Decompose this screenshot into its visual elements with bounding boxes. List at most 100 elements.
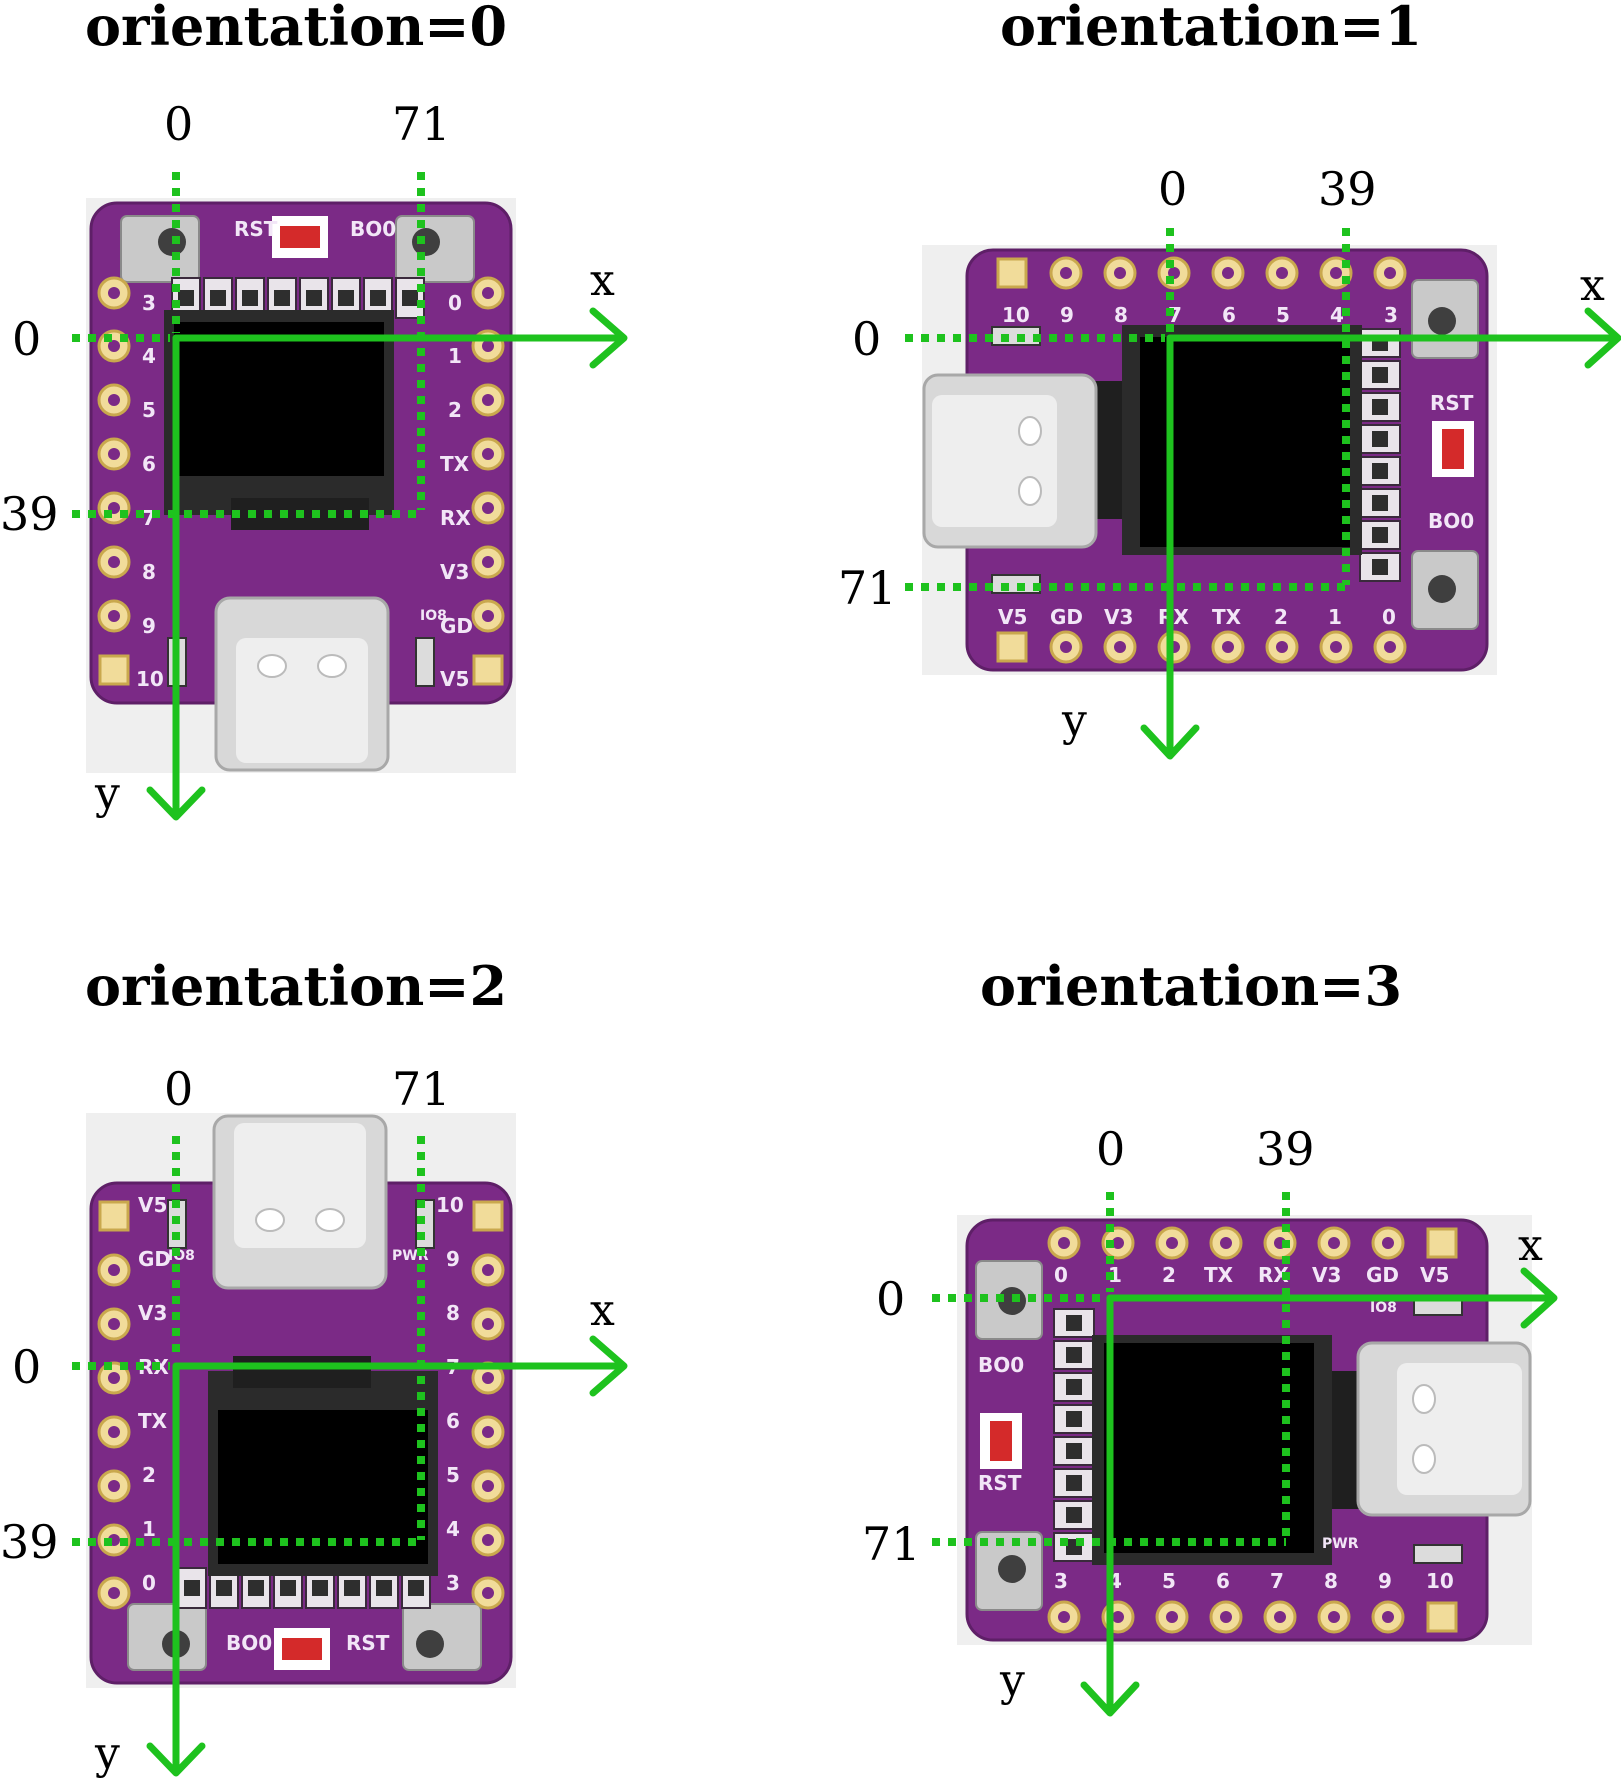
pin-label: 2 <box>1274 605 1288 629</box>
pin-label: 9 <box>446 1247 460 1271</box>
pin-label: GD <box>1050 605 1083 629</box>
x-tick-label: 0 <box>1158 162 1187 216</box>
pin-label: 6 <box>1222 303 1236 327</box>
pin-label: RX <box>1158 605 1189 629</box>
board-photo: 10 9 8 7 6 5 4 3 V5 GD V3 RX TX 2 1 0 RS… <box>922 245 1497 675</box>
x-tick-label: 39 <box>1256 1122 1315 1176</box>
pin-label: V5 <box>1420 1263 1449 1287</box>
board-photo: 3 4 5 6 7 8 9 10 0 1 2 TX RX V3 GD V5 RS… <box>86 198 516 773</box>
button-label: RST <box>234 217 278 241</box>
x-axis-label: x <box>590 255 615 306</box>
pin-label: 9 <box>1378 1569 1392 1593</box>
y-tick-label: 39 <box>0 1515 59 1569</box>
button-label: RST <box>978 1471 1022 1495</box>
pin-label: 2 <box>1162 1263 1176 1287</box>
pin-label: V3 <box>1104 605 1133 629</box>
pin-label: 5 <box>1162 1569 1176 1593</box>
board-photo: V5 GD V3 RX TX 2 1 0 10 9 8 7 6 5 4 3 BO… <box>86 1113 516 1688</box>
pin-label: 0 <box>1382 605 1396 629</box>
pin-label: 8 <box>1114 303 1128 327</box>
x-axis-label: x <box>1518 1220 1543 1271</box>
x-tick-label: 0 <box>1096 1122 1125 1176</box>
pin-label: 4 <box>142 344 156 368</box>
panel-orientation-0: orientation=0 3 4 5 6 7 8 9 10 0 1 2 TX … <box>0 0 624 819</box>
io-label: IO8 <box>1370 1300 1397 1316</box>
panel-title: orientation=0 <box>85 0 507 58</box>
board-photo: 0 1 2 TX RX V3 GD V5 3 4 5 6 7 8 9 10 BO… <box>957 1215 1532 1645</box>
pin-label: 6 <box>446 1409 460 1433</box>
pin-label: TX <box>1204 1263 1234 1287</box>
pin-label: GD <box>138 1247 171 1271</box>
x-axis-label: x <box>1580 260 1605 311</box>
pin-label: 7 <box>1270 1569 1284 1593</box>
pin-label: GD <box>1366 1263 1399 1287</box>
y-tick-label: 71 <box>838 561 897 615</box>
pin-label: 0 <box>142 1571 156 1595</box>
pin-label: 10 <box>436 1193 464 1217</box>
pin-label: TX <box>1212 605 1242 629</box>
pin-label: 6 <box>1216 1569 1230 1593</box>
y-axis-label: y <box>1061 695 1087 746</box>
button-label: RST <box>346 1631 390 1655</box>
pin-label: 0 <box>448 291 462 315</box>
pin-label: V5 <box>440 667 469 691</box>
pin-label: 4 <box>1330 303 1344 327</box>
pin-label: 9 <box>1060 303 1074 327</box>
button-label: BO0 <box>978 1353 1024 1377</box>
pin-label: 10 <box>1002 303 1030 327</box>
panel-orientation-1: orientation=1 10 9 8 7 6 5 4 3 V5 GD V3 … <box>838 0 1618 756</box>
panel-title: orientation=3 <box>980 954 1402 1018</box>
pin-label: 2 <box>448 398 462 422</box>
x-tick-label: 71 <box>392 1062 451 1116</box>
io-label: PWR <box>1322 1536 1359 1552</box>
button-label: BO0 <box>226 1631 272 1655</box>
y-axis-label: y <box>999 1655 1025 1706</box>
pin-label: 8 <box>446 1301 460 1325</box>
io-label: IO8 <box>420 608 447 624</box>
pin-label: V3 <box>1312 1263 1341 1287</box>
pin-label: 8 <box>1324 1569 1338 1593</box>
x-axis-label: x <box>590 1285 615 1336</box>
pin-label: 8 <box>142 560 156 584</box>
panel-orientation-2: orientation=2 V5 GD V3 RX TX 2 1 0 10 9 … <box>0 954 624 1779</box>
pin-label: V3 <box>440 560 469 584</box>
pin-label: 2 <box>142 1463 156 1487</box>
x-tick-label: 71 <box>392 97 451 151</box>
button-label: BO0 <box>350 217 396 241</box>
y-tick-label: 0 <box>12 1340 41 1394</box>
pin-label: 5 <box>1276 303 1290 327</box>
button-label: RST <box>1430 391 1474 415</box>
pin-label: V5 <box>998 605 1027 629</box>
pin-label: 3 <box>1384 303 1398 327</box>
pin-label: TX <box>440 452 470 476</box>
pin-label: 4 <box>446 1517 460 1541</box>
pin-label: 5 <box>446 1463 460 1487</box>
x-tick-label: 0 <box>164 1062 193 1116</box>
pin-label: 6 <box>142 452 156 476</box>
pin-label: 10 <box>136 667 164 691</box>
pin-label: TX <box>138 1409 168 1433</box>
pin-label: 5 <box>142 398 156 422</box>
pin-label: 3 <box>446 1571 460 1595</box>
pin-label: RX <box>440 506 471 530</box>
y-tick-label: 0 <box>876 1272 905 1326</box>
panel-title: orientation=1 <box>1000 0 1422 58</box>
pin-label: V3 <box>138 1301 167 1325</box>
pin-label: 10 <box>1426 1569 1454 1593</box>
pin-label: 1 <box>448 344 462 368</box>
pin-label: V5 <box>138 1193 167 1217</box>
y-tick-label: 39 <box>0 487 59 541</box>
pin-label: 1 <box>142 1517 156 1541</box>
panel-orientation-3: orientation=3 0 1 2 TX RX V3 GD V5 3 4 5… <box>862 954 1554 1713</box>
y-axis-label: y <box>94 1728 120 1779</box>
y-tick-label: 0 <box>12 312 41 366</box>
pin-label: 0 <box>1054 1263 1068 1287</box>
x-tick-label: 39 <box>1318 162 1377 216</box>
pin-label: 3 <box>142 291 156 315</box>
pin-label: 1 <box>1328 605 1342 629</box>
y-tick-label: 71 <box>862 1517 921 1571</box>
y-axis-label: y <box>94 768 120 819</box>
pin-label: 3 <box>1054 1569 1068 1593</box>
pin-label: 9 <box>142 614 156 638</box>
